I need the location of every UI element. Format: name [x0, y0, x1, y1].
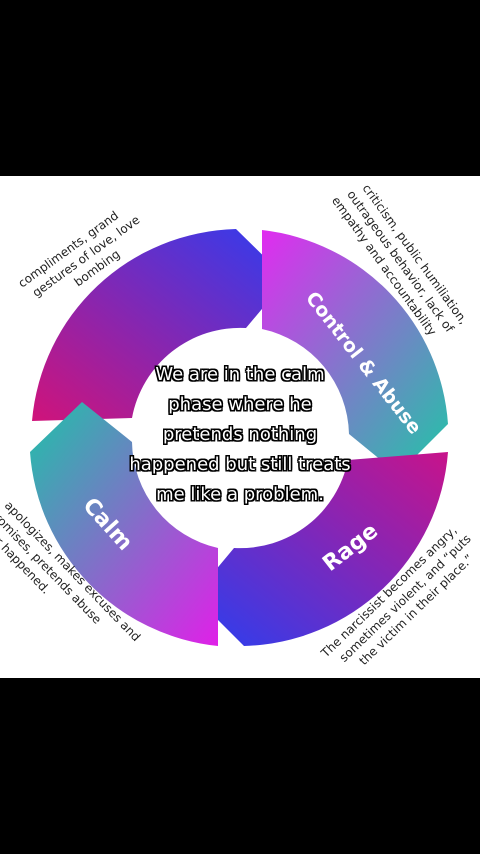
segment-calm	[30, 402, 218, 646]
segment-rage	[194, 452, 448, 646]
segment-control-abuse	[262, 230, 448, 474]
cycle-diagram-panel: Adoration Control & Abuse Rage Calm comp…	[0, 176, 480, 678]
abuse-cycle-diagram: Adoration Control & Abuse Rage Calm comp…	[0, 182, 476, 668]
segment-adoration	[32, 229, 287, 421]
